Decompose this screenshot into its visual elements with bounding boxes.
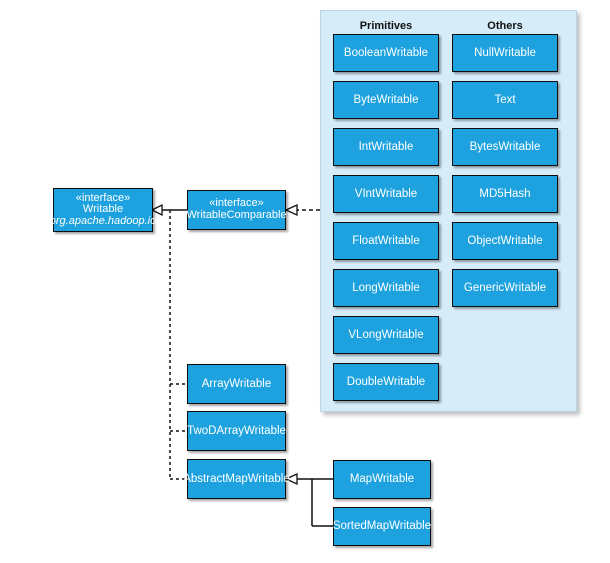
box-writablecomparable-interface: «interface» WritableComparable <box>186 190 287 230</box>
box-longwritable: LongWritable <box>333 269 439 307</box>
writable-name: Writable <box>82 203 124 216</box>
box-doublewritable: DoubleWritable <box>333 363 439 401</box>
box-vintwritable: VIntWritable <box>333 175 439 213</box>
box-abstractmapwritable: AbstractMapWritable <box>183 459 290 499</box>
box-bytewritable: ByteWritable <box>333 81 439 119</box>
box-twodarraywritable: TwoDArrayWritable <box>187 411 286 451</box>
arrowhead-writablecomparable <box>284 203 298 217</box>
box-arraywritable: ArrayWritable <box>187 364 286 404</box>
box-genericwritable: GenericWritable <box>452 269 558 307</box>
box-objectwritable: ObjectWritable <box>452 222 558 260</box>
box-vlongwritable: VLongWritable <box>333 316 439 354</box>
arrowhead-abstractmapwritable <box>284 472 298 486</box>
box-text: Text <box>452 81 558 119</box>
writablecomparable-stereotype: «interface» <box>209 197 264 210</box>
box-mapwritable: MapWritable <box>333 460 431 499</box>
writablecomparable-name: WritableComparable <box>186 209 287 221</box>
box-nullwritable: NullWritable <box>452 34 558 72</box>
others-heading: Others <box>487 20 523 32</box>
box-writable-interface: «interface» Writable org.apache.hadoop.i… <box>49 188 157 232</box>
arrowhead-writable-from-comparable <box>150 203 163 217</box>
writable-package: org.apache.hadoop.io <box>49 214 157 227</box>
box-byteswritable: BytesWritable <box>452 128 558 166</box>
primitives-heading: Primitives <box>359 20 413 32</box>
box-floatwritable: FloatWritable <box>333 222 439 260</box>
box-intwritable: IntWritable <box>333 128 439 166</box>
box-booleanwritable: BooleanWritable <box>333 34 439 72</box>
box-md5hash: MD5Hash <box>452 175 558 213</box>
box-sortedmapwritable: SortedMapWritable <box>333 507 431 546</box>
writable-stereotype: «interface» <box>75 191 131 204</box>
